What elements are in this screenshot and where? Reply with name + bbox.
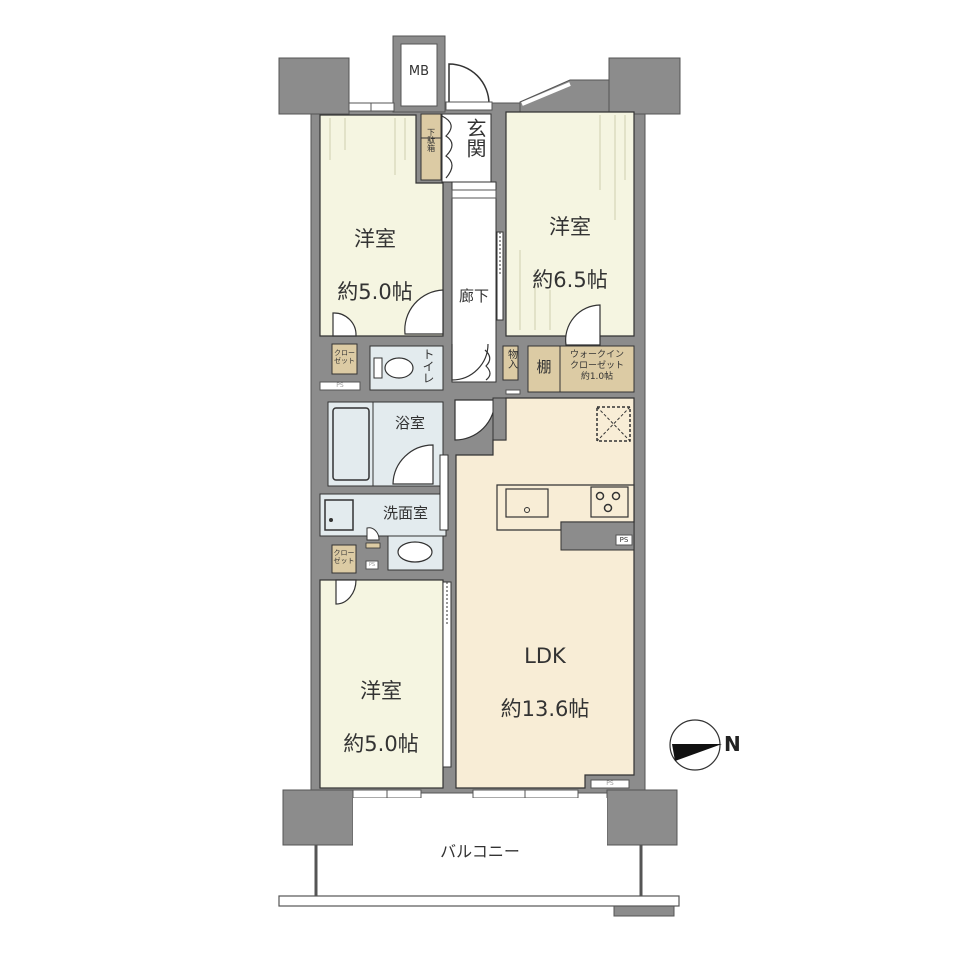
room-name: 洋室: [354, 227, 396, 252]
bedroom-south-floor: [319, 579, 444, 789]
shelf-label: 棚: [536, 358, 552, 376]
toilet-label: トイレ: [421, 348, 435, 384]
kitchen-sink: [505, 488, 549, 518]
door-closet-south[interactable]: [335, 579, 357, 605]
door-bedroom-nw[interactable]: [404, 289, 444, 335]
room-name: LDK: [524, 644, 566, 669]
entrance-label: 玄関: [463, 118, 487, 158]
entrance-door[interactable]: [445, 63, 493, 111]
compass: [669, 719, 722, 771]
storage-room: [502, 345, 519, 381]
door-toilet[interactable]: [451, 343, 489, 381]
ps-3: [615, 534, 633, 546]
bedroom-north-west-label: 洋室 約5.0帖: [325, 200, 425, 331]
ps-1: [319, 381, 361, 391]
north-windows: [348, 79, 610, 113]
ps-2-label: PS: [368, 562, 376, 568]
walk-in-closet-label: ウォークイン クローゼット 約1.0帖: [569, 350, 624, 382]
bedroom-north-east-floor: [505, 111, 635, 337]
closet-1-label: クロー ゼット: [334, 349, 355, 366]
burner-icon: [603, 503, 613, 513]
closet-2-label: クロー ゼット: [333, 549, 355, 566]
ps-3-label: PS: [619, 536, 629, 544]
bathtub-icon: [332, 407, 370, 481]
balcony-rail: [278, 895, 680, 907]
toilet-icon: [384, 357, 414, 379]
stove: [590, 486, 629, 518]
room-name: 洋室: [549, 215, 591, 240]
entrance-floor: [441, 113, 492, 183]
room-size: 約5.0帖: [337, 279, 413, 304]
burner-icon: [611, 491, 621, 501]
washroom-label: 洗面室: [382, 504, 428, 522]
burner-icon: [595, 491, 605, 501]
walk-in-closet: [559, 345, 635, 393]
room-size: 約6.5帖: [532, 267, 608, 292]
range-hood: [596, 406, 631, 442]
door-closet-ne[interactable]: [565, 304, 601, 346]
closet-1: [331, 343, 358, 375]
balcony-floor: [353, 798, 607, 896]
room-name: 洋室: [360, 679, 402, 704]
bedroom-north-east-label: 洋室 約6.5帖: [515, 188, 625, 319]
bedroom-south-label: 洋室 約5.0帖: [325, 652, 437, 783]
compass-north-label: N: [724, 732, 741, 756]
ldk-label: LDK 約13.6帖: [470, 617, 620, 748]
closet-2: [331, 544, 357, 574]
washer-pan: [324, 499, 354, 531]
room-size: 約5.0帖: [343, 731, 419, 756]
meter-box-label: MB: [408, 64, 430, 79]
door-bathroom[interactable]: [392, 444, 434, 485]
storage-room-label: 物入: [505, 349, 517, 369]
meter-box: [400, 43, 438, 107]
ps-4-label: PS: [606, 780, 614, 787]
ps-1-label: PS: [336, 382, 344, 389]
sliding-door-south[interactable]: [442, 581, 452, 768]
ps-2: [365, 560, 379, 570]
door-washroom[interactable]: [366, 527, 380, 541]
balcony-label: バルコニー: [440, 842, 520, 861]
bathroom-label: 浴室: [394, 414, 425, 432]
shoe-cabinet: [420, 113, 442, 181]
room-size: 約13.6帖: [500, 696, 590, 721]
door-closet-nw[interactable]: [332, 312, 357, 337]
shoe-cabinet-label: 下駄箱: [426, 128, 436, 152]
shelf: [527, 345, 561, 393]
hallway-label: 廊下: [458, 287, 489, 305]
sink-icon: [397, 541, 433, 563]
ps-4: [590, 779, 630, 789]
bedroom-north-west-floor: [319, 114, 444, 337]
